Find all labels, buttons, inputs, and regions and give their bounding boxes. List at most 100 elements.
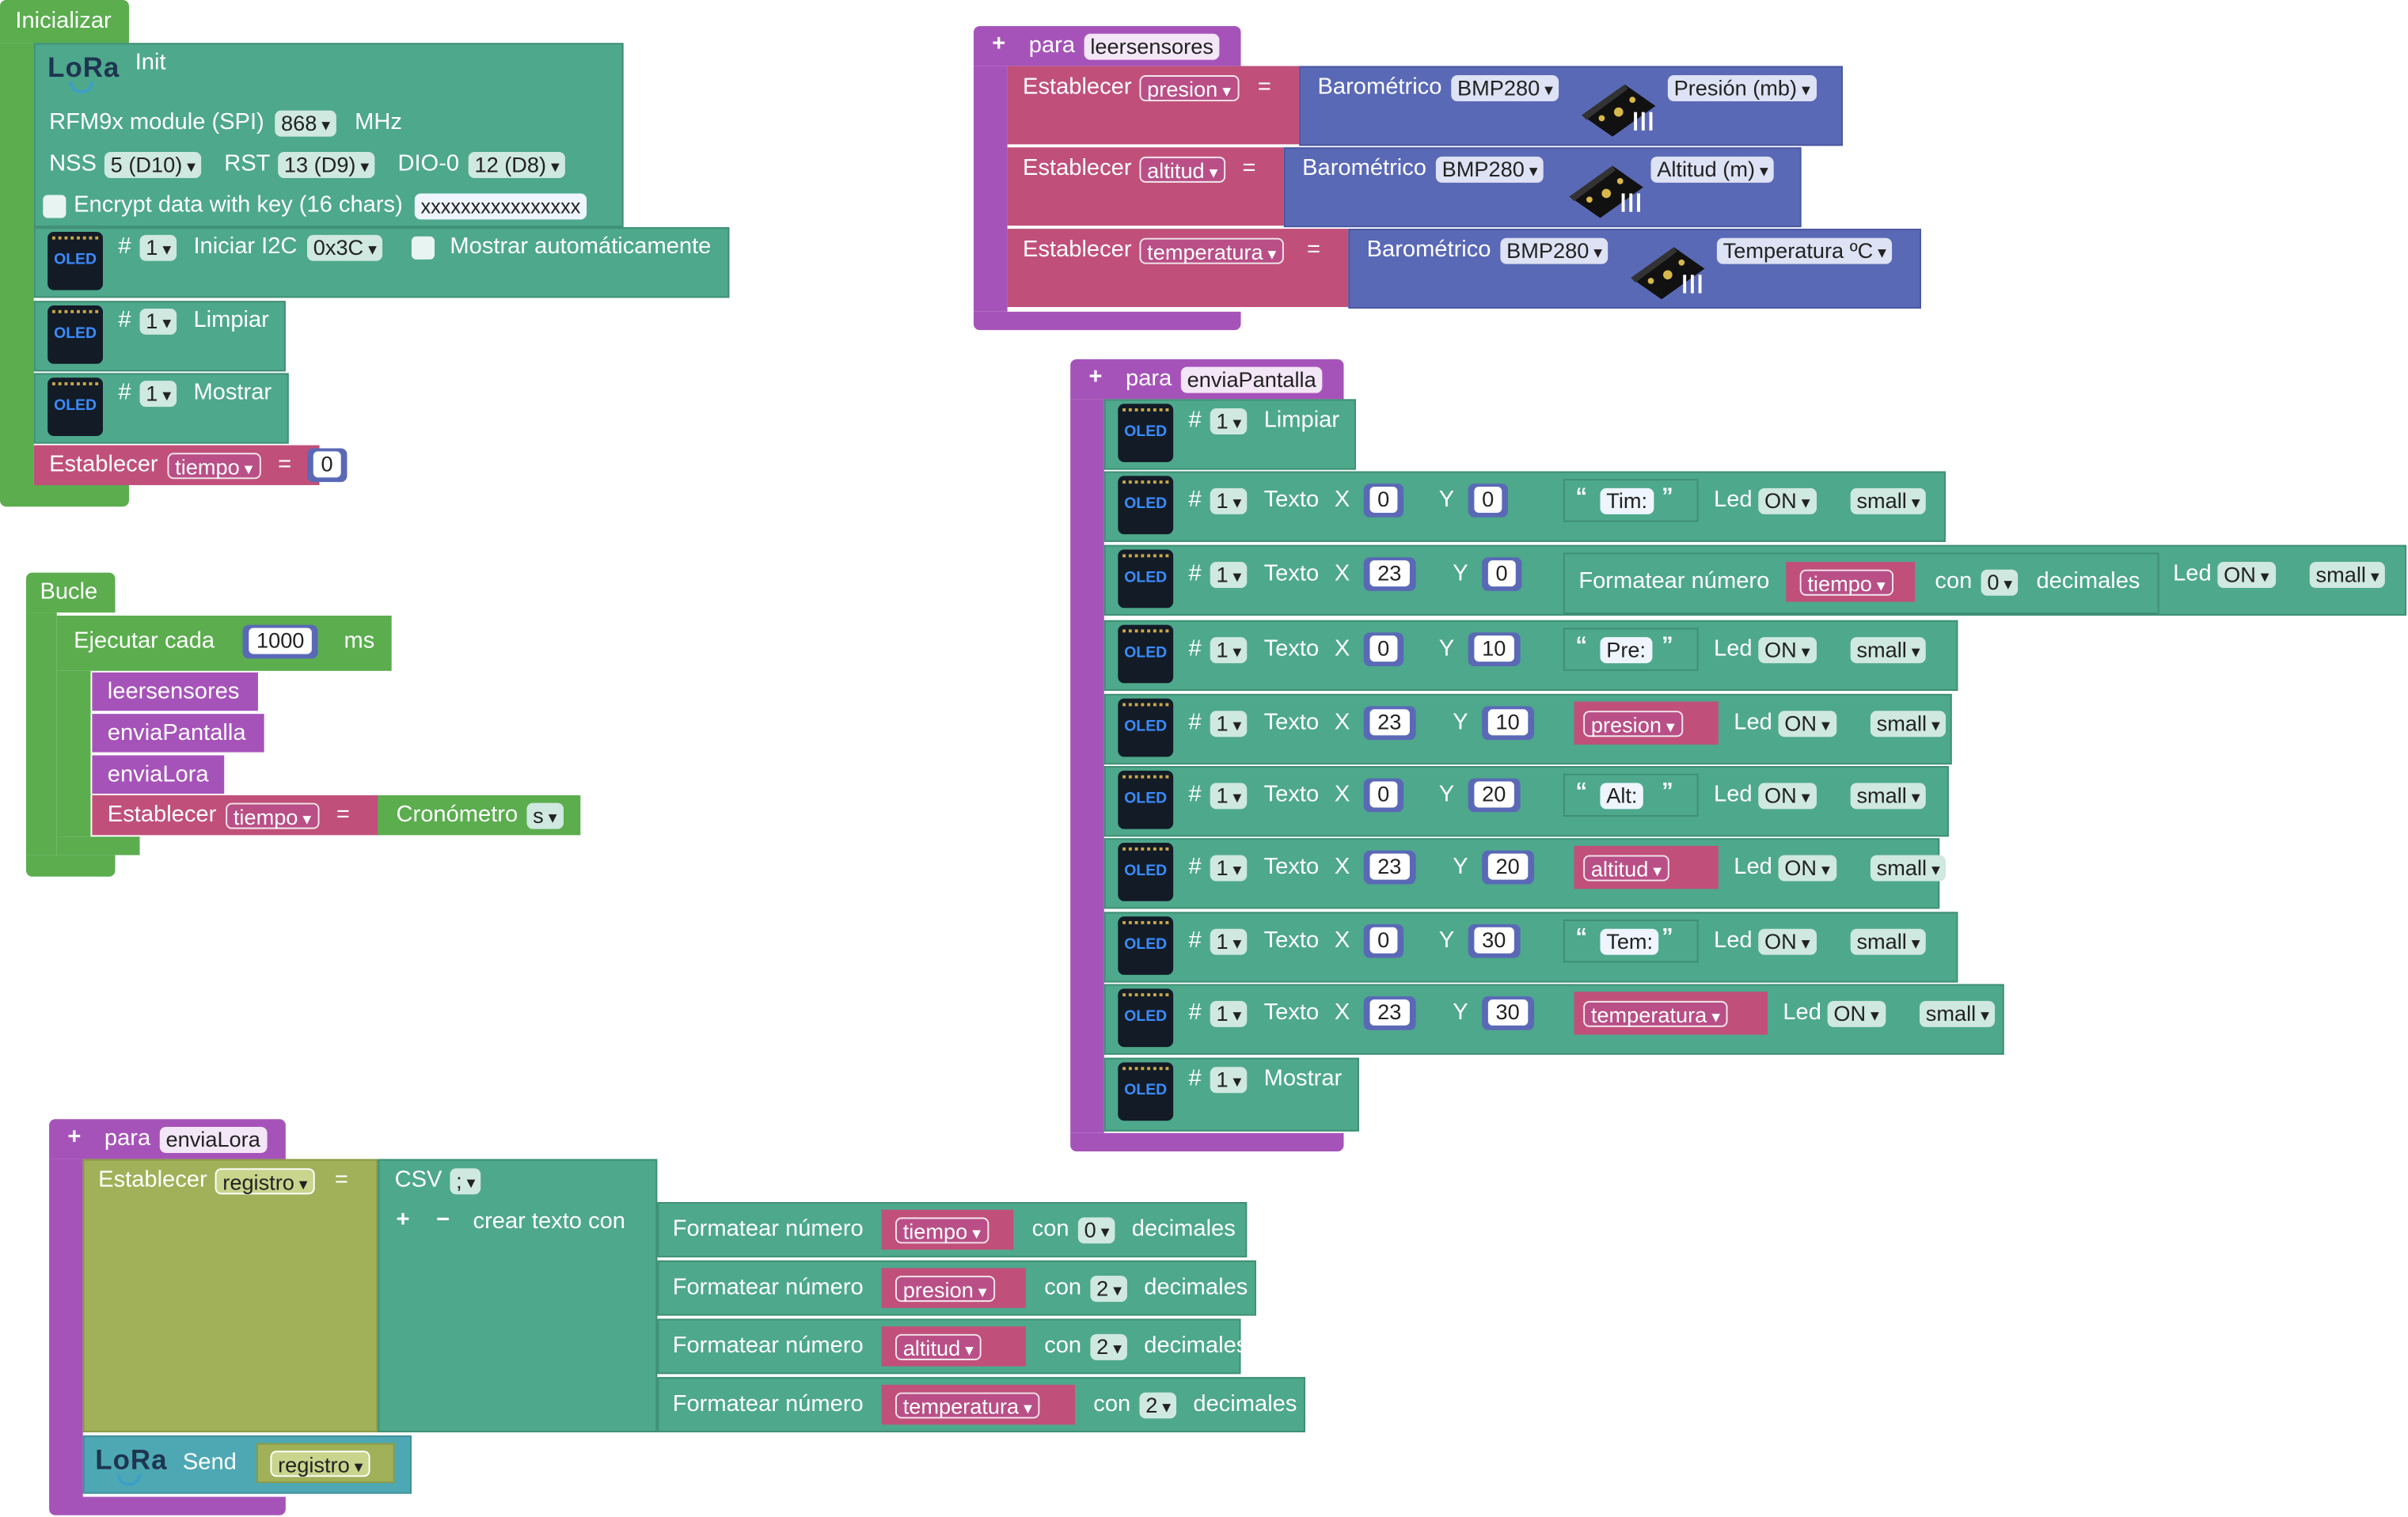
x-number-block[interactable]: 23 bbox=[1363, 996, 1415, 1030]
led-dropdown[interactable]: ON bbox=[1758, 487, 1817, 514]
text-value-field[interactable]: Tim: bbox=[1600, 487, 1654, 514]
decimals-dropdown[interactable]: 0 bbox=[1077, 1217, 1116, 1244]
x-number-block[interactable]: 23 bbox=[1363, 850, 1415, 885]
x-value[interactable]: 23 bbox=[1369, 853, 1410, 880]
variable-dropdown[interactable]: registro bbox=[215, 1168, 316, 1195]
y-value[interactable]: 30 bbox=[1474, 927, 1514, 954]
led-dropdown[interactable]: ON bbox=[1758, 928, 1817, 955]
size-dropdown[interactable]: small bbox=[1870, 855, 1947, 882]
size-dropdown[interactable]: small bbox=[1850, 928, 1927, 955]
oled-number-dropdown[interactable]: 1 bbox=[1210, 487, 1248, 514]
chip-dropdown[interactable]: BMP280 bbox=[1435, 156, 1544, 183]
dio-dropdown[interactable]: 12 (D8) bbox=[468, 152, 566, 179]
y-number-block[interactable]: 10 bbox=[1482, 706, 1534, 741]
oled-number-dropdown[interactable]: 1 bbox=[1210, 783, 1248, 810]
oled-number-dropdown[interactable]: 1 bbox=[1210, 1067, 1248, 1094]
y-number-block[interactable]: 20 bbox=[1482, 850, 1534, 885]
oled-address-dropdown[interactable]: 0x3C bbox=[307, 234, 383, 261]
interval-value[interactable]: 1000 bbox=[249, 628, 313, 654]
encrypt-key-field[interactable]: xxxxxxxxxxxxxxxx bbox=[414, 193, 587, 220]
call-leersensores-block[interactable] bbox=[92, 672, 258, 711]
oled-number-dropdown[interactable]: 1 bbox=[1210, 855, 1248, 882]
variable-dropdown[interactable]: tiempo bbox=[167, 453, 261, 480]
text-value-field[interactable]: Alt: bbox=[1600, 783, 1644, 810]
size-dropdown[interactable]: small bbox=[1850, 783, 1927, 810]
x-value[interactable]: 0 bbox=[1369, 635, 1398, 662]
x-value[interactable]: 23 bbox=[1369, 560, 1410, 587]
oled-number-dropdown[interactable]: 1 bbox=[139, 308, 177, 335]
variable-dropdown[interactable]: tiempo bbox=[895, 1217, 989, 1244]
x-number-block[interactable]: 23 bbox=[1363, 706, 1415, 741]
variable-dropdown[interactable]: temperatura bbox=[1139, 237, 1284, 264]
led-dropdown[interactable]: ON bbox=[1778, 855, 1836, 882]
oled-number-dropdown[interactable]: 1 bbox=[1210, 408, 1248, 435]
function-name-field[interactable]: enviaPantalla bbox=[1180, 366, 1323, 393]
led-dropdown[interactable]: ON bbox=[2217, 562, 2276, 589]
y-value[interactable]: 0 bbox=[1474, 486, 1502, 513]
auto-show-checkbox[interactable] bbox=[411, 236, 435, 260]
function-name-field[interactable]: enviaLora bbox=[159, 1126, 267, 1153]
y-number-block[interactable]: 0 bbox=[1468, 484, 1508, 518]
separator-dropdown[interactable]: ; bbox=[450, 1168, 482, 1195]
variable-dropdown[interactable]: presion bbox=[895, 1276, 995, 1303]
decimals-dropdown[interactable]: 2 bbox=[1139, 1392, 1177, 1419]
text-value-field[interactable]: Tem: bbox=[1600, 928, 1659, 955]
call-envialora-block[interactable] bbox=[92, 755, 225, 794]
x-number-block[interactable]: 0 bbox=[1363, 632, 1403, 666]
y-value[interactable]: 30 bbox=[1487, 999, 1528, 1026]
variable-dropdown[interactable]: altitud bbox=[1139, 156, 1225, 183]
x-value[interactable]: 0 bbox=[1369, 927, 1398, 954]
y-value[interactable]: 0 bbox=[1487, 560, 1516, 587]
chip-dropdown[interactable]: BMP280 bbox=[1451, 75, 1559, 102]
y-value[interactable]: 10 bbox=[1487, 709, 1528, 736]
x-value[interactable]: 0 bbox=[1369, 486, 1398, 513]
y-number-block[interactable]: 30 bbox=[1468, 923, 1520, 958]
x-number-block[interactable]: 0 bbox=[1363, 484, 1403, 518]
time-unit-dropdown[interactable]: s bbox=[526, 802, 564, 829]
function-name-field[interactable]: leersensores bbox=[1084, 33, 1220, 60]
x-number-block[interactable]: 0 bbox=[1363, 923, 1403, 958]
size-dropdown[interactable]: small bbox=[1870, 711, 1947, 738]
size-dropdown[interactable]: small bbox=[1920, 1000, 1996, 1027]
variable-dropdown[interactable]: tiempo bbox=[226, 802, 319, 829]
rst-dropdown[interactable]: 13 (D9) bbox=[278, 152, 375, 179]
add-item-icon[interactable]: + bbox=[396, 1206, 410, 1233]
led-dropdown[interactable]: ON bbox=[1758, 637, 1817, 664]
variable-dropdown[interactable]: tiempo bbox=[1799, 569, 1893, 596]
y-value[interactable]: 20 bbox=[1487, 853, 1528, 880]
x-value[interactable]: 23 bbox=[1369, 709, 1410, 736]
reading-dropdown[interactable]: Altitud (m) bbox=[1650, 156, 1775, 183]
number-value[interactable]: 0 bbox=[313, 451, 341, 478]
y-value[interactable]: 20 bbox=[1474, 781, 1514, 808]
y-number-block[interactable]: 0 bbox=[1482, 557, 1522, 591]
text-value-field[interactable]: Pre: bbox=[1600, 637, 1652, 664]
oled-number-dropdown[interactable]: 1 bbox=[139, 234, 177, 261]
reading-dropdown[interactable]: Presión (mb) bbox=[1667, 75, 1817, 102]
add-param-icon[interactable]: + bbox=[992, 30, 1006, 57]
y-number-block[interactable]: 20 bbox=[1468, 778, 1520, 813]
oled-number-dropdown[interactable]: 1 bbox=[1210, 562, 1248, 589]
oled-number-dropdown[interactable]: 1 bbox=[1210, 1000, 1248, 1027]
variable-dropdown[interactable]: registro bbox=[270, 1451, 371, 1477]
oled-number-dropdown[interactable]: 1 bbox=[1210, 711, 1248, 738]
variable-dropdown[interactable]: presion bbox=[1139, 75, 1239, 102]
oled-number-dropdown[interactable]: 1 bbox=[1210, 928, 1248, 955]
led-dropdown[interactable]: ON bbox=[1778, 711, 1836, 738]
variable-dropdown[interactable]: altitud bbox=[1583, 855, 1669, 882]
x-number-block[interactable]: 0 bbox=[1363, 778, 1403, 813]
execute-every-block[interactable] bbox=[56, 615, 392, 671]
decimals-dropdown[interactable]: 2 bbox=[1090, 1333, 1128, 1360]
variable-dropdown[interactable]: temperatura bbox=[895, 1392, 1040, 1419]
inicializar-hat-block[interactable] bbox=[0, 0, 129, 44]
y-number-block[interactable]: 30 bbox=[1482, 996, 1534, 1030]
x-number-block[interactable]: 23 bbox=[1363, 557, 1415, 591]
remove-item-icon[interactable]: − bbox=[435, 1206, 450, 1233]
x-value[interactable]: 0 bbox=[1369, 781, 1398, 808]
nss-dropdown[interactable]: 5 (D10) bbox=[104, 152, 202, 179]
size-dropdown[interactable]: small bbox=[1850, 637, 1927, 664]
size-dropdown[interactable]: small bbox=[1850, 487, 1927, 514]
led-dropdown[interactable]: ON bbox=[1827, 1000, 1886, 1027]
decimals-dropdown[interactable]: 2 bbox=[1090, 1276, 1128, 1303]
set-registro-block[interactable] bbox=[82, 1159, 378, 1433]
call-enviapantalla-block[interactable] bbox=[92, 714, 264, 753]
